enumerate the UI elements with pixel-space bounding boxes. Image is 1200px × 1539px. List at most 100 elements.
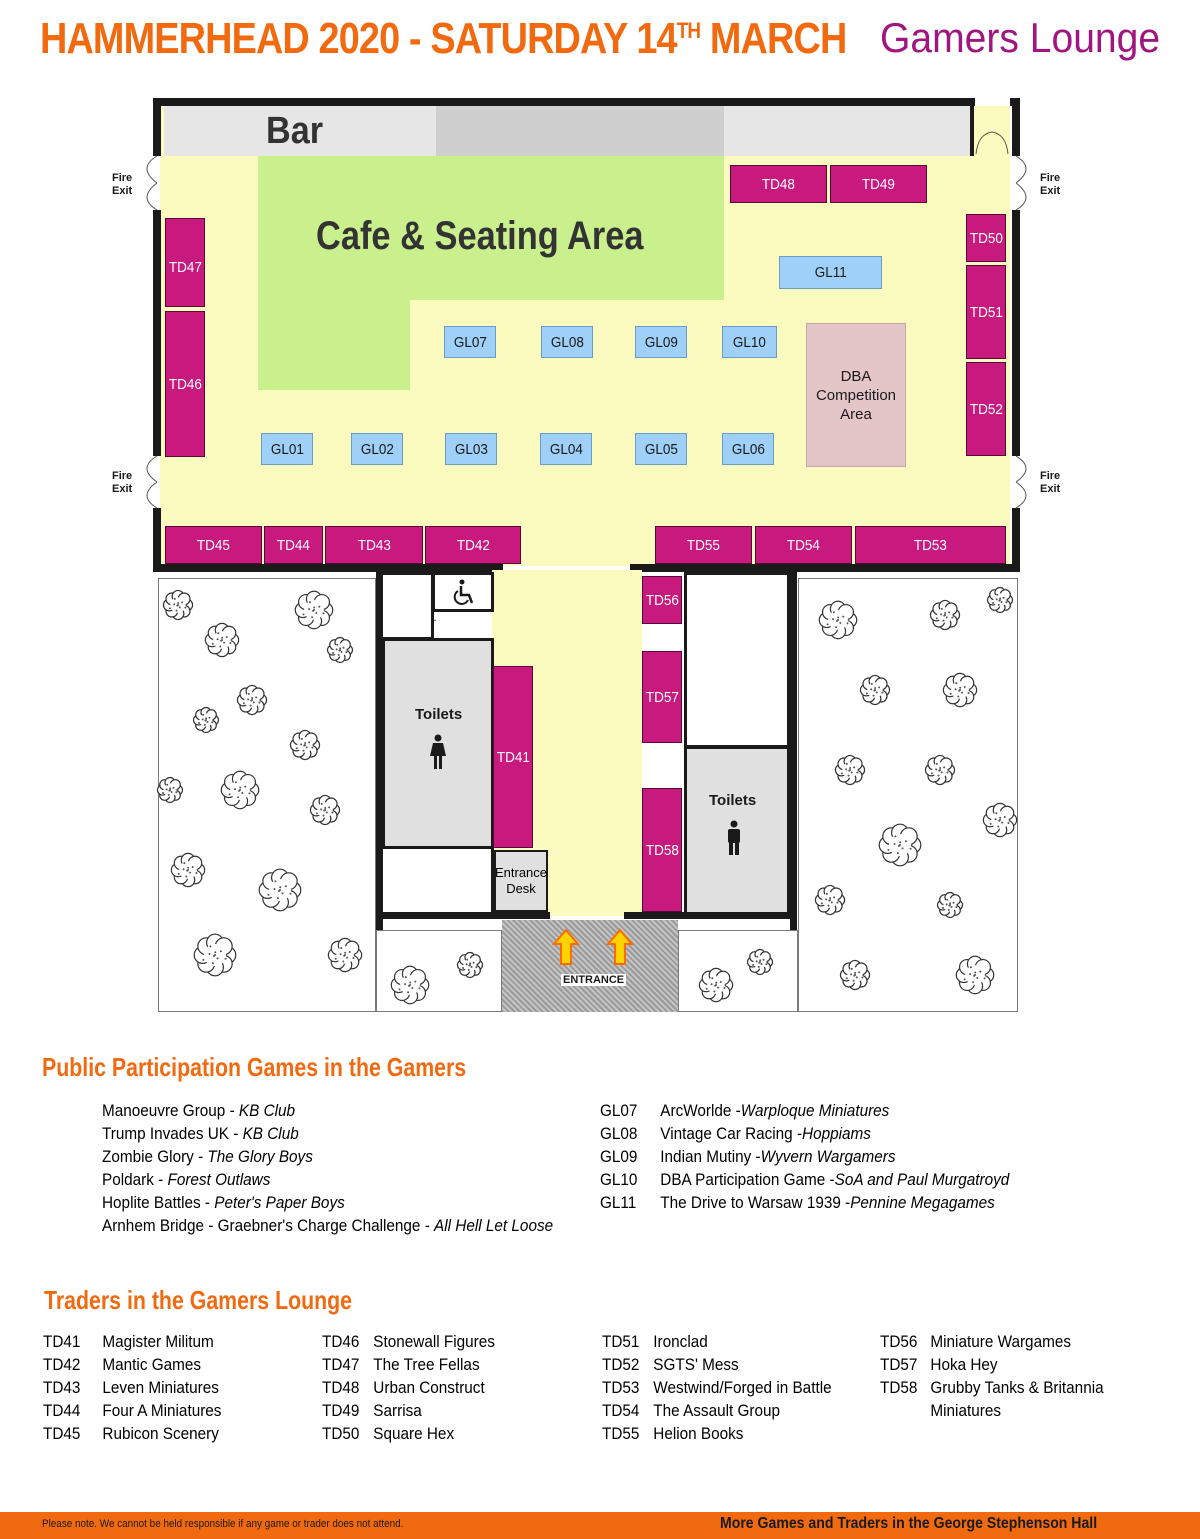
tree-icon [192, 706, 220, 734]
table-gl01[interactable]: GL01 [261, 433, 313, 465]
gents-toilets-label: Toilets [709, 792, 757, 809]
table-gl09[interactable]: GL09 [635, 326, 687, 358]
table-gl03[interactable]: GL03 [445, 433, 497, 465]
table-td57[interactable]: TD57 [642, 651, 682, 743]
table-td42[interactable]: TD42 [425, 526, 521, 564]
tree-icon [258, 868, 302, 912]
table-td54[interactable]: TD54 [755, 526, 852, 564]
table-td48[interactable]: TD48 [730, 165, 827, 203]
table-td47[interactable]: TD47 [165, 218, 205, 307]
table-td58[interactable]: TD58 [642, 788, 682, 912]
tree-icon [834, 754, 866, 786]
tree-icon [220, 770, 260, 810]
tree-icon [236, 684, 268, 716]
table-td44[interactable]: TD44 [264, 526, 323, 564]
garden-right [798, 578, 1018, 1012]
table-td41[interactable]: TD41 [493, 666, 533, 848]
wall-bottom-right [630, 564, 1020, 572]
table-gl06[interactable]: GL06 [722, 433, 774, 465]
tree-icon [156, 776, 184, 804]
table-gl10[interactable]: GL10 [722, 326, 777, 358]
table-td43[interactable]: TD43 [325, 526, 423, 564]
tree-icon [924, 754, 956, 786]
table-td53[interactable]: TD53 [855, 526, 1006, 564]
table-gl07[interactable]: GL07 [444, 326, 496, 358]
tree-icon [326, 636, 354, 664]
table-td51[interactable]: TD51 [966, 265, 1006, 359]
wheelchair-icon [453, 579, 474, 605]
tree-icon [818, 600, 858, 640]
tree-icon [955, 955, 995, 995]
tree-icons [156, 586, 1018, 1005]
wall-right-mid [1012, 210, 1020, 456]
list-item: Zombie Glory - The Glory Boys [102, 1147, 313, 1166]
wall-right-lower [1012, 508, 1020, 572]
tree-icon [327, 937, 363, 973]
female-toilet-icon [430, 734, 446, 769]
table-td55[interactable]: TD55 [655, 526, 752, 564]
cafe-label: Cafe & Seating Area [316, 214, 644, 258]
table-gl04[interactable]: GL04 [540, 433, 592, 465]
male-toilet-icon [728, 820, 740, 855]
table-td46[interactable]: TD46 [165, 311, 205, 457]
wall-top [153, 98, 975, 106]
tree-icon [859, 674, 891, 706]
tree-icon [986, 586, 1014, 614]
list-item: Trump Invades UK - KB Club [102, 1124, 299, 1143]
tree-icon [456, 951, 484, 979]
entrance-label: ENTRANCE [561, 974, 627, 986]
wall-left-upper [153, 98, 161, 156]
table-td56[interactable]: TD56 [642, 576, 682, 624]
tree-icon [814, 884, 846, 916]
tree-icon [878, 823, 922, 867]
page-subtitle: Gamers Lounge [880, 14, 1161, 61]
table-td49[interactable]: TD49 [830, 165, 927, 203]
table-td52[interactable]: TD52 [966, 362, 1006, 456]
wall-left-rooms-bottom [376, 912, 550, 919]
ladies-toilets-label: Toilets [415, 706, 463, 723]
table-gl02[interactable]: GL02 [351, 433, 403, 465]
table-gl11[interactable]: GL11 [779, 256, 882, 289]
table-td45[interactable]: TD45 [165, 526, 262, 564]
accessible-toilet-room [432, 572, 494, 612]
tree-icon [294, 590, 334, 630]
tree-icon [839, 959, 871, 991]
cafe-area-lower [258, 298, 410, 390]
bar-label: Bar [266, 110, 324, 152]
table-td50[interactable]: TD50 [966, 214, 1006, 262]
tree-icon [982, 802, 1018, 838]
wall-left-lower [153, 508, 161, 572]
bar-back-area [436, 106, 724, 156]
footer-bar [0, 1512, 1200, 1539]
entrance-arrow-icons [551, 928, 635, 965]
table-gl08[interactable]: GL08 [541, 326, 593, 358]
entrance-mat [502, 920, 678, 1012]
footer-disclaimer: Please note. We cannot be held responsib… [42, 1518, 404, 1530]
table-gl05[interactable]: GL05 [635, 433, 687, 465]
